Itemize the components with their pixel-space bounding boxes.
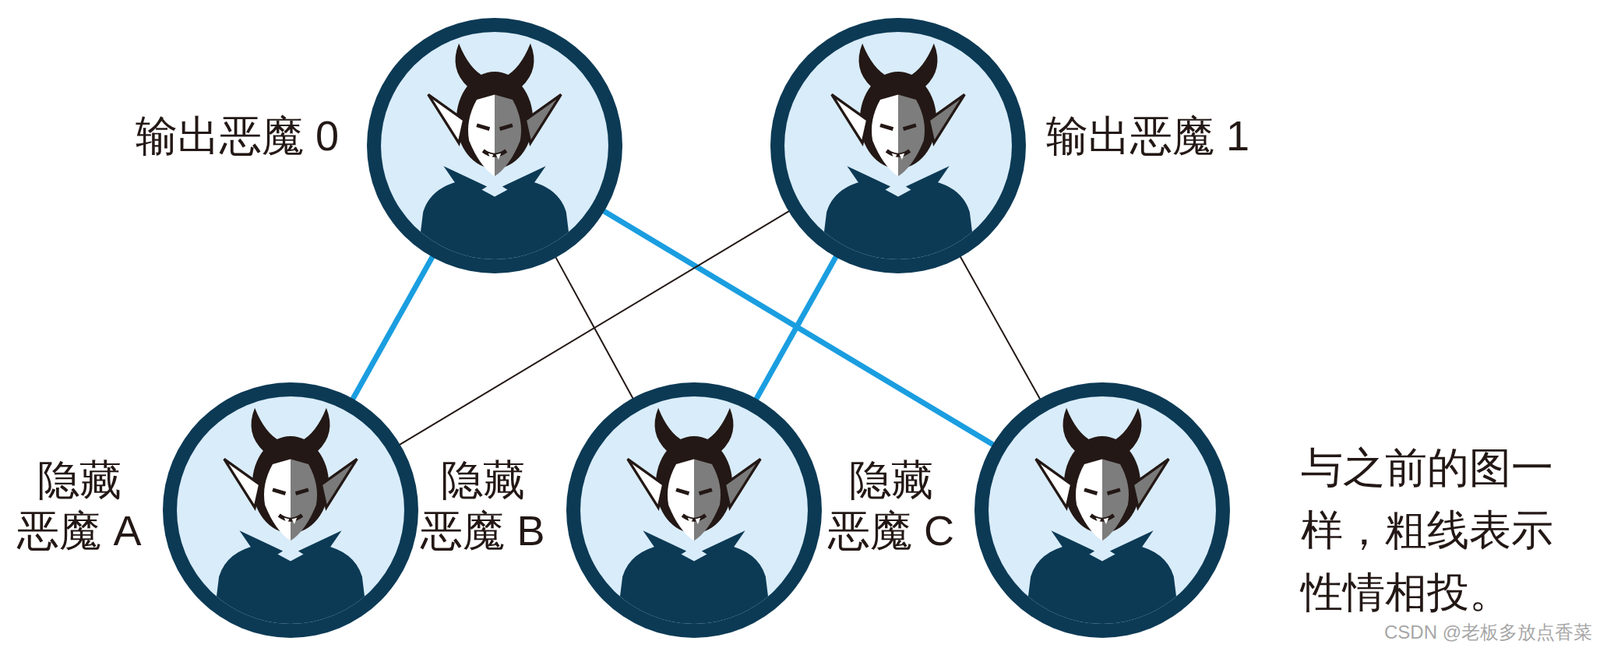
note-text: 与之前的图一 样，粗线表示 性情相投。 — [1300, 436, 1575, 624]
demon-circle: 输出恶魔 1 — [770, 17, 1026, 274]
demon-illustration — [770, 17, 1026, 274]
demon-illustration — [974, 382, 1230, 638]
node-label: 隐藏 恶魔 A — [10, 454, 149, 557]
demon-illustration — [366, 17, 623, 274]
node-label: 输出恶魔 0 — [135, 110, 339, 162]
connector-line — [352, 255, 434, 400]
demon-illustration — [566, 382, 822, 638]
connector-line — [755, 255, 837, 400]
demon-circle: 输出恶魔 0 — [366, 17, 623, 274]
connector-line — [959, 255, 1041, 400]
node-label: 输出恶魔 1 — [1046, 110, 1250, 162]
demon-figure — [974, 382, 1230, 638]
demon-figure — [162, 382, 419, 638]
demon-figure — [566, 382, 822, 638]
demon-illustration — [162, 382, 419, 638]
demon-circle: 隐藏 恶魔 B — [566, 382, 822, 638]
watermark: CSDN @老板多放点香菜 — [1384, 620, 1593, 645]
demon-figure — [366, 17, 623, 274]
demon-circle: 隐藏 恶魔 C — [974, 382, 1230, 638]
demon-circle: 隐藏 恶魔 A — [162, 382, 419, 638]
node-label: 隐藏 恶魔 C — [821, 454, 961, 557]
demon-figure — [770, 17, 1026, 274]
node-label: 隐藏 恶魔 B — [413, 454, 553, 557]
